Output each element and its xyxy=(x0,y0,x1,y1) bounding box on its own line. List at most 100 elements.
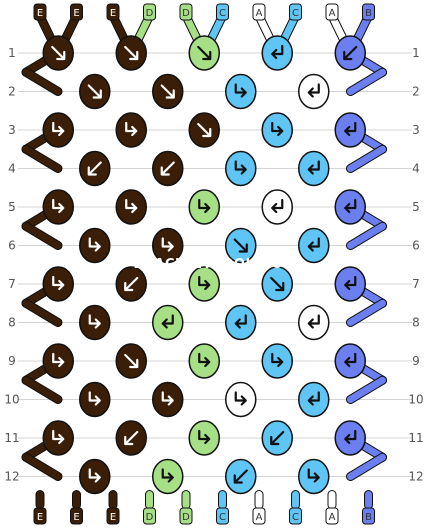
row-label-right: 5 xyxy=(412,200,420,214)
strand-top-label: E xyxy=(110,8,116,19)
strand-top-tab xyxy=(362,3,375,21)
strand-top-label: A xyxy=(256,8,263,19)
knot-arrow-icon xyxy=(51,45,66,61)
knot-arrow-icon xyxy=(161,314,174,329)
knot-arrow-icon xyxy=(88,314,101,329)
knot-arrow-icon xyxy=(198,352,211,368)
row-label-right: 8 xyxy=(412,316,420,330)
strand-top-tab xyxy=(179,3,193,21)
knot-arrow-icon xyxy=(161,391,174,406)
strand-bottom-tab xyxy=(362,507,375,525)
strand-bottom-tab xyxy=(143,507,156,525)
strand-top-tab xyxy=(252,3,266,21)
knot-arrow-icon xyxy=(52,352,65,368)
strand-segment xyxy=(22,299,62,327)
knot-arrow-icon xyxy=(88,391,101,406)
strand-bottom-tab xyxy=(216,507,229,525)
knot-arrow-icon xyxy=(124,430,139,446)
knot-arrow-icon xyxy=(161,468,174,483)
row-label-right: 7 xyxy=(412,277,420,291)
knot-arrow-icon xyxy=(198,429,211,445)
row-label-left: 11 xyxy=(4,431,19,445)
strand-top-tab xyxy=(216,3,229,21)
strand-bottom-label: D xyxy=(182,512,190,523)
knot-arrow-icon xyxy=(125,198,138,214)
strand-bottom-tab xyxy=(33,507,47,525)
knot-arrow-icon xyxy=(307,83,320,98)
knot-arrow-icon xyxy=(124,353,139,369)
knot-arrow-icon xyxy=(271,198,284,214)
knot-layer xyxy=(42,35,366,495)
strand-top-label: D xyxy=(182,8,190,19)
knot-arrow-icon xyxy=(198,275,211,291)
knot-arrow-icon xyxy=(307,468,320,483)
row-label-left: 1 xyxy=(8,46,16,60)
strand-bottom-label: E xyxy=(110,512,116,523)
row-label-right: 10 xyxy=(408,393,423,407)
knot-arrow-icon xyxy=(87,161,102,176)
knot-arrow-icon xyxy=(344,275,357,291)
knot-arrow-icon xyxy=(344,352,357,368)
strand-bottom-label: A xyxy=(256,512,263,523)
strand-bottom-tab xyxy=(106,507,120,525)
strand-segment xyxy=(347,376,386,404)
knot-arrow-icon xyxy=(161,237,174,252)
knot-arrow-icon xyxy=(234,160,247,175)
knot-arrow-icon xyxy=(87,84,102,99)
knot-arrow-icon xyxy=(52,275,65,291)
row-label-right: 6 xyxy=(412,239,420,253)
strand-top-label: E xyxy=(37,8,43,19)
knot-arrow-icon xyxy=(307,237,320,252)
knot-arrow-icon xyxy=(160,84,175,99)
row-label-left: 8 xyxy=(8,316,16,330)
knot-arrow-icon xyxy=(124,45,139,61)
row-label-right: 11 xyxy=(408,431,423,445)
strand-bottom-label: D xyxy=(146,512,154,523)
strand-bottom-tab xyxy=(70,507,83,525)
knot-arrow-icon xyxy=(125,121,138,137)
knot-arrow-icon xyxy=(88,237,101,252)
knot-arrow-icon xyxy=(233,238,248,253)
knot-arrow-icon xyxy=(234,391,247,406)
strand-segment xyxy=(347,68,386,96)
knot-arrow-icon xyxy=(198,198,211,214)
knot-arrow-icon xyxy=(234,314,247,329)
strand-bottom-label: A xyxy=(329,512,336,523)
strand-segment xyxy=(22,145,62,173)
knot-arrow-icon xyxy=(234,83,247,98)
row-label-right: 3 xyxy=(412,123,420,137)
knot-arrow-icon xyxy=(52,198,65,214)
strand-top-label: A xyxy=(329,8,336,19)
strand-segment xyxy=(347,299,386,327)
strand-bottom-label: C xyxy=(292,512,299,523)
knot-arrow-icon xyxy=(52,121,65,137)
knot-arrow-icon xyxy=(124,276,139,292)
knot-arrow-icon xyxy=(307,160,320,175)
row-label-right: 9 xyxy=(412,354,420,368)
strand-top-tab xyxy=(289,3,302,21)
strand-top-label: C xyxy=(219,8,226,19)
row-label-right: 2 xyxy=(412,85,420,99)
strand-top-label: D xyxy=(146,8,154,19)
row-label-left: 2 xyxy=(8,85,16,99)
strand-top-tab xyxy=(33,3,47,21)
row-label-left: 9 xyxy=(8,354,16,368)
watermark: BRACELETBOOK.COM xyxy=(134,257,297,272)
row-label-left: 5 xyxy=(8,200,16,214)
strand-segment xyxy=(347,222,386,250)
strand-top-label: C xyxy=(292,8,299,19)
strand-segment xyxy=(347,145,386,173)
knot-arrow-icon xyxy=(160,161,175,176)
knot-arrow-icon xyxy=(343,45,358,61)
knot-arrow-icon xyxy=(271,352,284,368)
strand-bottom-label: C xyxy=(219,512,226,523)
strand-top-tab xyxy=(106,3,120,21)
row-label-right: 1 xyxy=(412,46,420,60)
knot-arrow-icon xyxy=(344,198,357,214)
knot-arrow-icon xyxy=(271,121,284,137)
strand-segment xyxy=(22,376,62,404)
strand-bottom-label: B xyxy=(365,512,372,523)
knot-arrow-icon xyxy=(270,276,285,292)
